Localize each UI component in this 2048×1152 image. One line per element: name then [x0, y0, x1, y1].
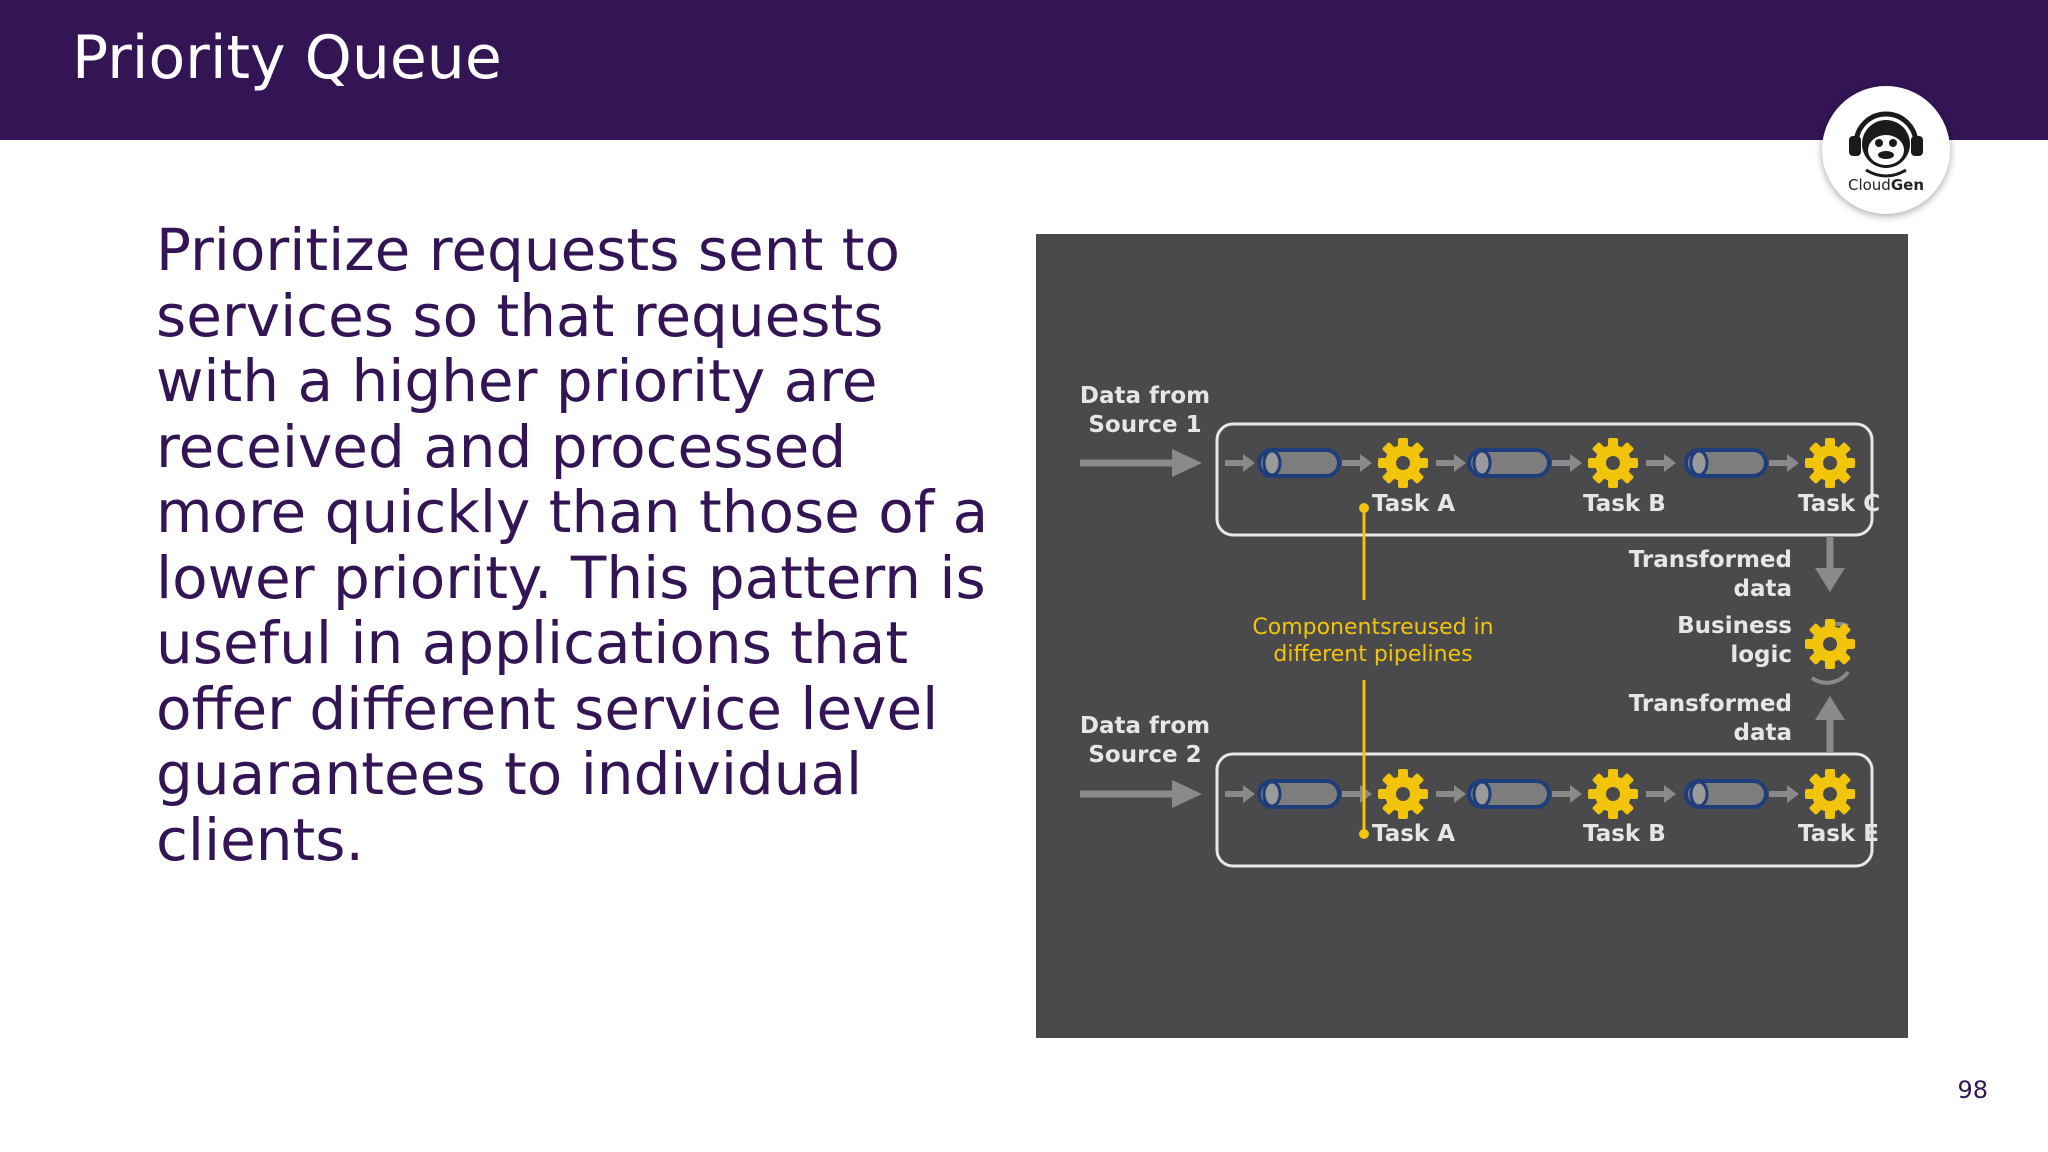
reuse-dot-top [1359, 503, 1369, 513]
pipeline-2-task-a-label: Task A [1372, 821, 1456, 847]
pipeline-2-task-b-label: Task B [1583, 821, 1666, 847]
pipeline-1-gear-task-a [1378, 438, 1428, 488]
pipeline-2-connector [1552, 785, 1582, 803]
pipeline-1-gear-task-b [1588, 438, 1638, 488]
pipeline-2-gear-task-a [1378, 769, 1428, 819]
pipeline-diagram: Data from Source 1 Data from Source 2 Ta… [1036, 234, 1908, 1038]
pipeline-2-connector [1342, 785, 1372, 803]
transformed-data-bottom-label: Transformed data [1628, 691, 1792, 746]
reuse-annotation: Componentsreused in different pipelines [1252, 615, 1494, 667]
logo-brand-prefix: Cloud [1847, 176, 1891, 194]
source1-label: Data from Source 1 [1079, 383, 1211, 438]
pipeline-1-connector [1342, 454, 1372, 472]
source1-arrow-head [1172, 449, 1202, 477]
cloudgen-logo: CloudGen [1822, 86, 1950, 214]
pipeline-2-connector [1436, 785, 1466, 803]
pipeline-2-queue-2 [1467, 779, 1551, 809]
source2-label: Data from Source 2 [1079, 713, 1211, 768]
pipeline-1-task-b-label: Task B [1583, 491, 1666, 517]
pipeline-2-gear-task-e [1805, 769, 1855, 819]
pipeline-1-connector [1769, 454, 1799, 472]
reuse-dot-bottom [1359, 829, 1369, 839]
transformed-data-top-label: Transformed data [1628, 547, 1792, 602]
pipeline-1-queue-2 [1467, 448, 1551, 478]
slide-title: Priority Queue [72, 23, 502, 93]
pipeline-1-queue-3 [1684, 448, 1768, 478]
pipeline-1-connector [1436, 454, 1466, 472]
pipeline-1-connector [1552, 454, 1582, 472]
pipeline-2-queue-1 [1257, 779, 1341, 809]
transformed-down-arrow-head [1815, 568, 1845, 592]
pipeline-1-box [1215, 422, 1874, 537]
pipeline-1-task-c-label: Task C [1798, 491, 1881, 517]
business-logic-gear [1805, 619, 1855, 669]
pipeline-2-task-e-label: Task E [1798, 821, 1879, 847]
pipeline-1-connector [1225, 454, 1255, 472]
transformed-up-arrow-head [1815, 696, 1845, 720]
source2-arrow-head [1172, 780, 1202, 808]
monkey-headphones-icon [1849, 111, 1923, 178]
business-logic-label: Business logic [1677, 613, 1792, 668]
pipeline-2-box [1215, 752, 1874, 868]
logo-brand-suffix: Gen [1890, 176, 1925, 194]
slide-number: 98 [1957, 1076, 1988, 1104]
slide-body-text: Prioritize requests sent to services so … [156, 216, 989, 874]
pipeline-2-gear-task-b [1588, 769, 1638, 819]
pipeline-2-connector [1646, 785, 1676, 803]
business-cycle-arc-bottom [1810, 670, 1850, 685]
pipeline-1-gear-task-c [1805, 438, 1855, 488]
pipeline-1-queue-1 [1257, 448, 1341, 478]
pipeline-2-connector [1769, 785, 1799, 803]
pipeline-2-connector [1225, 785, 1255, 803]
title-bar: Priority Queue [0, 0, 2048, 140]
pipeline-2-queue-3 [1684, 779, 1768, 809]
pipeline-1-task-a-label: Task A [1372, 491, 1456, 517]
pipeline-1-connector [1646, 454, 1676, 472]
